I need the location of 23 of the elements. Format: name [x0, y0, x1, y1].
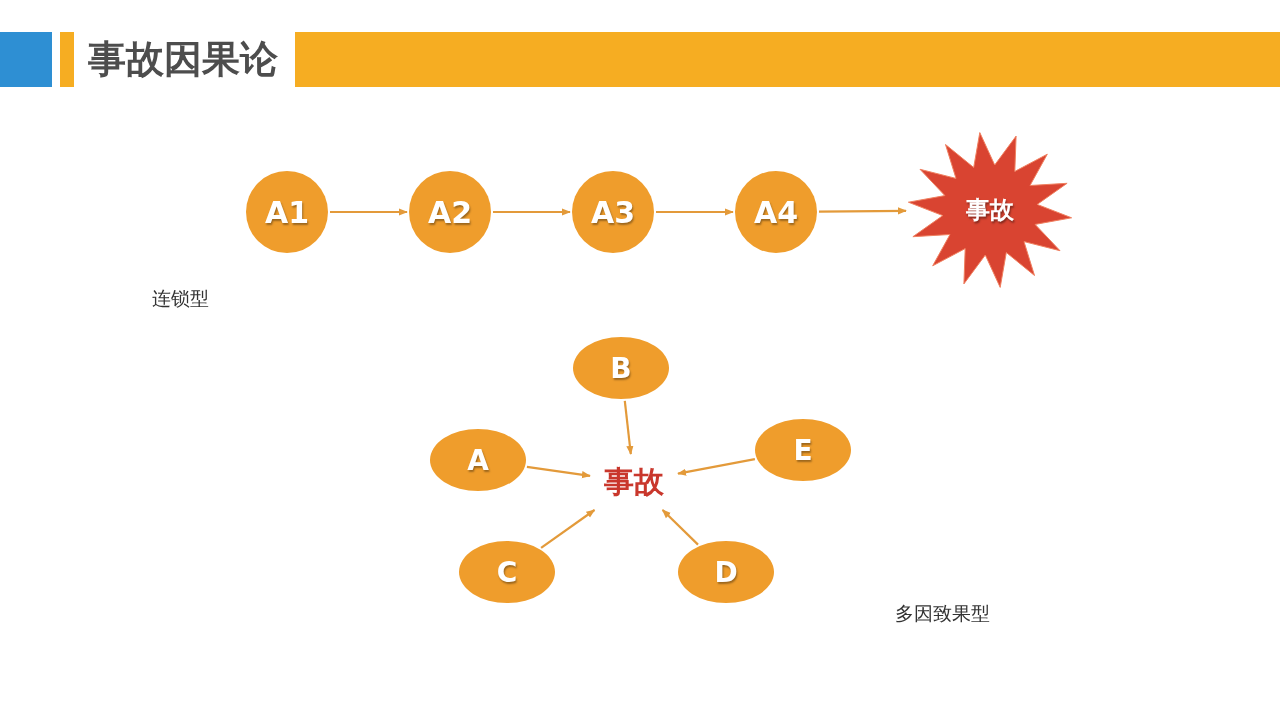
cause-circle: A1: [246, 171, 328, 253]
arrow: [656, 208, 734, 216]
arrow: [623, 400, 634, 455]
type-label: 多因致果型: [895, 601, 990, 626]
arrow: [330, 208, 408, 216]
arrow: [493, 208, 571, 216]
cause-ellipse: B: [573, 337, 669, 399]
cause-circle: A3: [572, 171, 654, 253]
arrow: [819, 207, 907, 215]
type-label: 连锁型: [152, 286, 209, 311]
arrow: [677, 458, 756, 476]
arrow: [540, 509, 596, 549]
cause-ellipse: E: [755, 419, 851, 481]
accident-starburst: 事故: [908, 132, 1072, 288]
title: 事故因果论: [88, 36, 278, 83]
cause-ellipse: A: [430, 429, 526, 491]
arrow: [526, 465, 591, 479]
cause-ellipse: C: [459, 541, 555, 603]
accident-text: 事故: [598, 462, 670, 502]
cause-circle: A4: [735, 171, 817, 253]
cause-circle: A2: [409, 171, 491, 253]
cause-ellipse: D: [678, 541, 774, 603]
arrow: [661, 509, 699, 546]
